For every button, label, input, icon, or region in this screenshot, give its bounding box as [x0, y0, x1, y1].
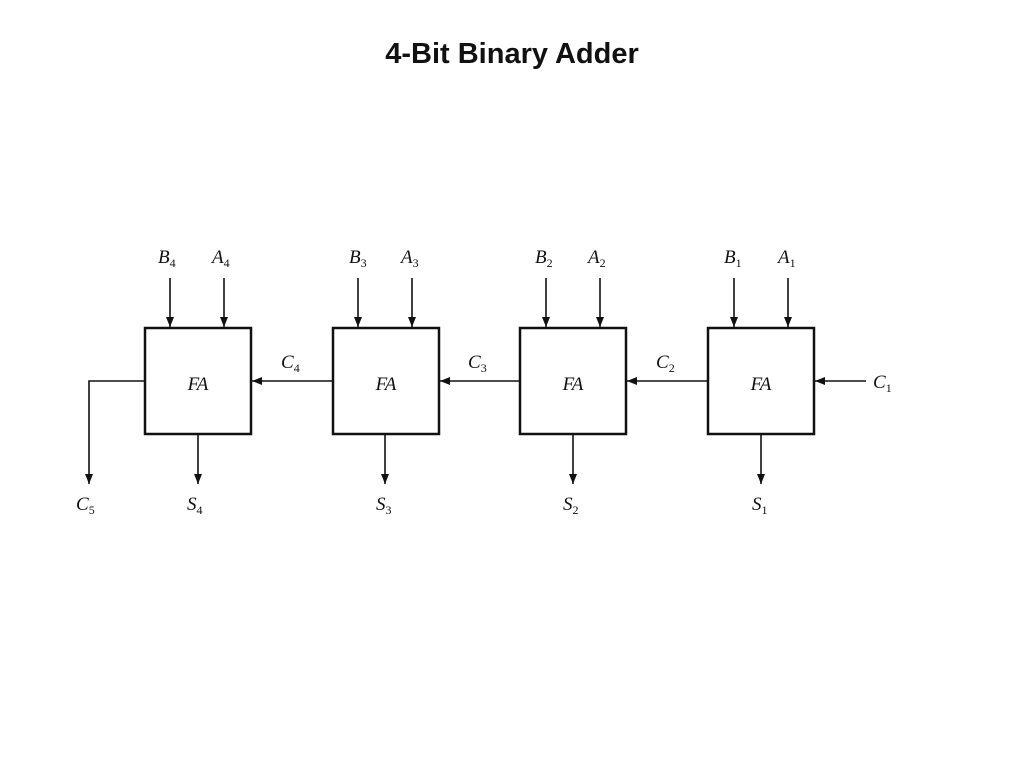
label-a4: A4 [210, 247, 230, 270]
label-a2: A2 [586, 247, 606, 270]
carry-c5-wire [85, 380, 145, 484]
label-c5: C5 [76, 494, 95, 517]
full-adder-stage-2: FA B2 A2 S2 [518, 247, 628, 517]
label-b4: B4 [158, 247, 176, 270]
label-a3: A3 [399, 247, 419, 270]
label-a1: A1 [776, 247, 796, 270]
label-c2: C2 [656, 352, 675, 375]
full-adder-stage-4: FA B4 A4 S4 [143, 247, 253, 517]
full-adder-label-2: FA [562, 374, 584, 395]
label-c4: C4 [281, 352, 300, 375]
label-b3: B3 [349, 247, 367, 270]
slide-title: 4-Bit Binary Adder [385, 38, 639, 70]
full-adder-label-4: FA [187, 374, 209, 395]
label-c3: C3 [468, 352, 487, 375]
label-s3: S3 [376, 494, 392, 517]
label-s1: S1 [752, 494, 768, 517]
label-b1: B1 [724, 247, 742, 270]
full-adder-stage-1: FA B1 A1 S1 [706, 247, 816, 517]
label-b2: B2 [535, 247, 553, 270]
full-adder-label-1: FA [750, 374, 772, 395]
label-s4: S4 [187, 494, 203, 517]
full-adder-block-1 [706, 326, 816, 436]
label-c1: C1 [873, 372, 892, 395]
full-adder-block-4 [143, 326, 253, 436]
label-s2: S2 [563, 494, 579, 517]
full-adder-label-3: FA [375, 374, 397, 395]
full-adder-stage-3: FA B3 A3 S3 [331, 247, 441, 517]
